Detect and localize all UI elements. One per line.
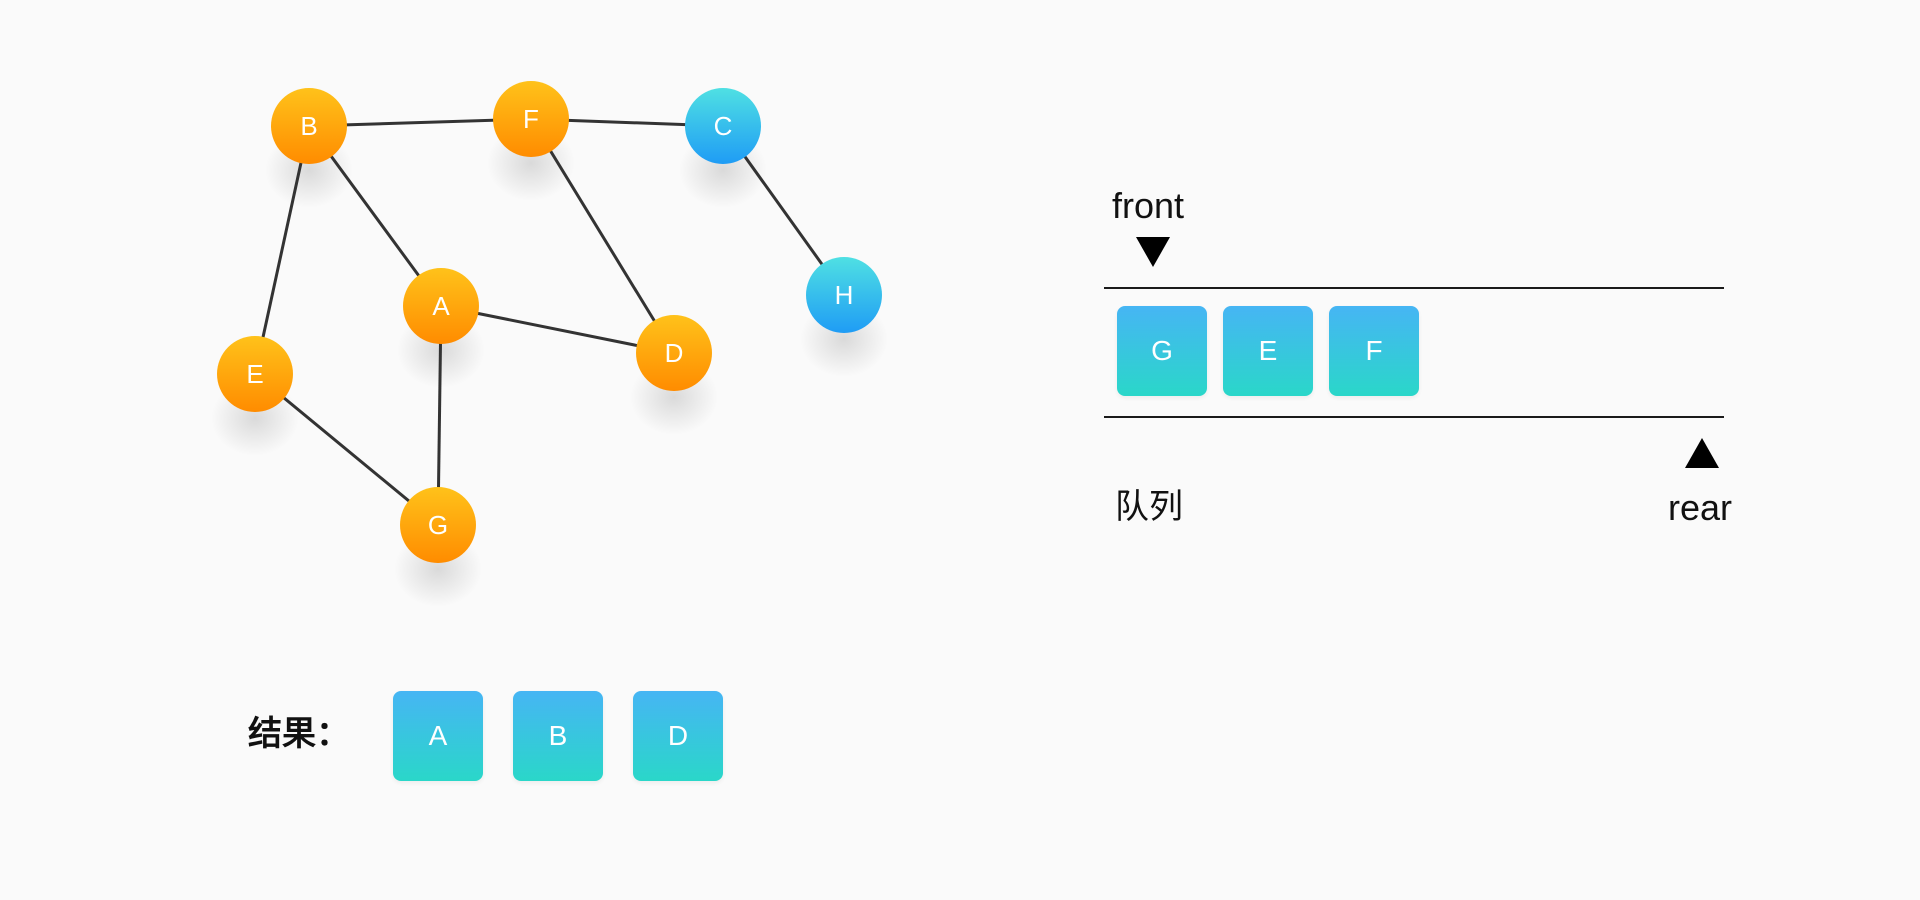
queue-top-border [1104, 287, 1724, 289]
node-circle [636, 315, 712, 391]
graph: B F C H A D E G [211, 81, 888, 607]
node-circle [271, 88, 347, 164]
node-circle [217, 336, 293, 412]
rear-arrow-icon [1685, 438, 1719, 468]
queue-front-label: front [1112, 185, 1185, 226]
node-label: A [432, 291, 450, 321]
node-label: C [714, 111, 733, 141]
node-label: H [835, 280, 854, 310]
node-F: F [493, 81, 569, 157]
edge-F-D [529, 118, 676, 354]
node-A: A [403, 268, 479, 344]
node-E: E [217, 336, 293, 412]
edge-E-G [254, 372, 439, 527]
node-circle [493, 81, 569, 157]
edge-B-E [253, 125, 311, 375]
result-item: B [513, 691, 603, 781]
node-D: D [636, 315, 712, 391]
node-label: F [523, 104, 539, 134]
queue-item: E [1223, 306, 1313, 396]
node-circle [400, 487, 476, 563]
queue-item: F [1329, 306, 1419, 396]
node-label: B [300, 111, 317, 141]
node-circle [403, 268, 479, 344]
queue-bottom-border [1104, 416, 1724, 418]
edge-A-D [440, 304, 675, 355]
node-label: D [665, 338, 684, 368]
result-label: 结果： [248, 714, 350, 754]
front-arrow-icon [1136, 237, 1170, 267]
result-item: A [393, 691, 483, 781]
node-B: B [271, 88, 347, 164]
queue-title: 队列 [1115, 487, 1183, 527]
node-G: G [400, 487, 476, 563]
node-label: G [428, 510, 448, 540]
node-circle [806, 257, 882, 333]
node-circle [685, 88, 761, 164]
result-item: D [633, 691, 723, 781]
node-H: H [806, 257, 882, 333]
queue-item: G [1117, 306, 1207, 396]
queue-rear-label: rear [1668, 487, 1733, 528]
node-label: E [246, 359, 263, 389]
node-C: C [685, 88, 761, 164]
